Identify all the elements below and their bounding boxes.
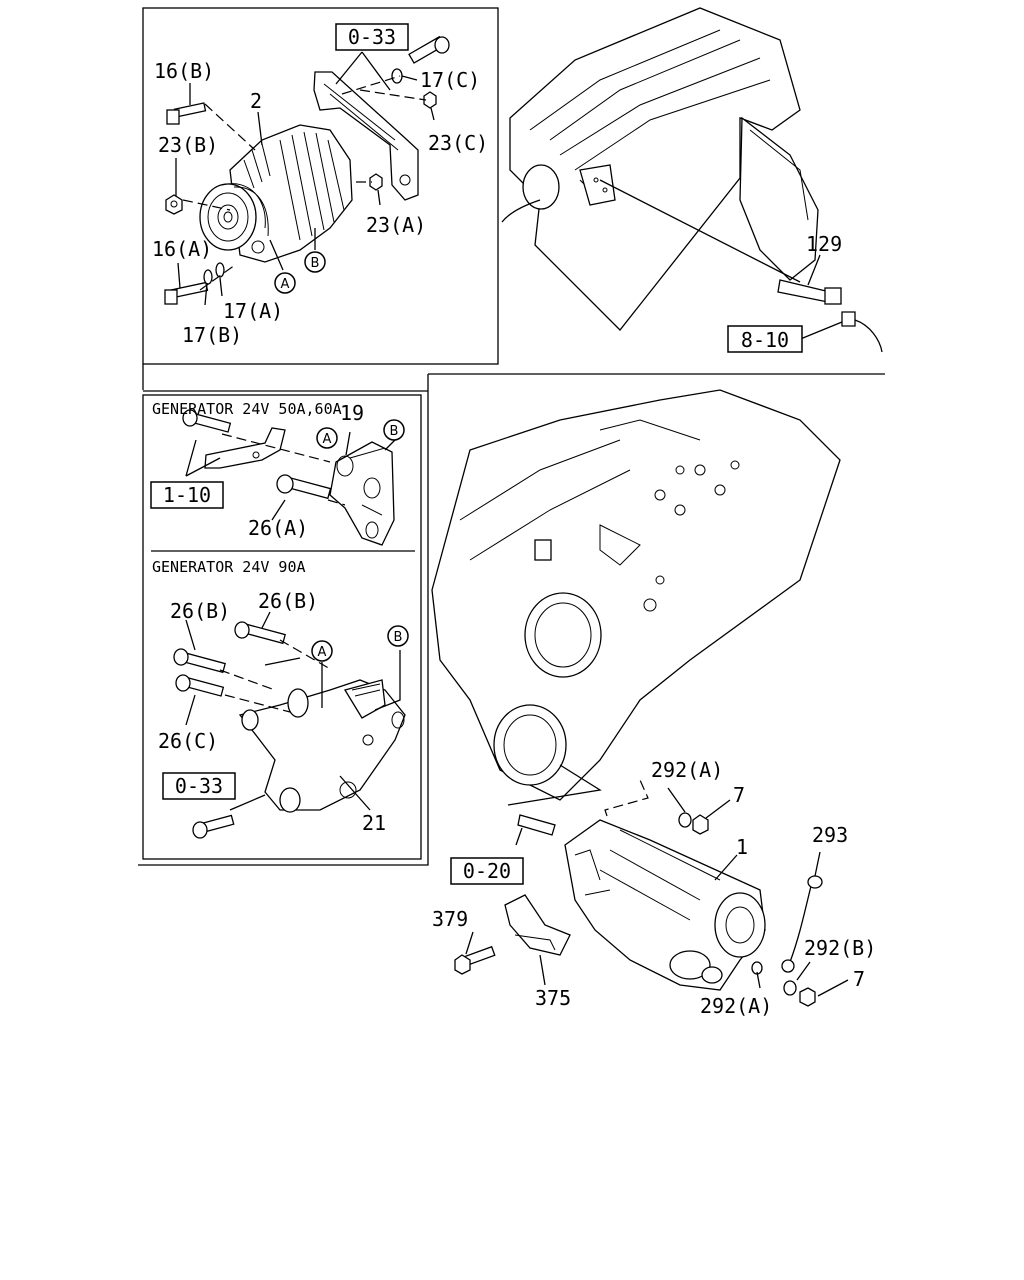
bolt-26b-left: [173, 648, 226, 674]
ref-box-1-10: 1-10: [150, 481, 224, 509]
starter-end-cap: [714, 892, 766, 958]
ref-text-0-33-mid: 0-33: [175, 774, 223, 798]
label-292a-bottom: 292(A): [700, 994, 772, 1018]
bracket-21-assembly: [173, 611, 406, 839]
label-17b: 17(B): [182, 323, 242, 347]
label-26c: 26(C): [158, 729, 218, 753]
bracket-19-assembly: [182, 409, 396, 546]
alternator-panel-frame: [142, 7, 499, 365]
engine-plug: [522, 164, 560, 210]
panel-frames: [138, 7, 885, 866]
callout-a-bracket21-text: A: [318, 645, 327, 660]
bolt-379: [454, 945, 496, 975]
ref-text-1-10: 1-10: [163, 483, 211, 507]
nut-23b: [165, 194, 183, 215]
label-16b: 16(B): [154, 59, 214, 83]
label-21: 21: [362, 811, 386, 835]
ref-text-8-10: 8-10: [741, 328, 789, 352]
adjust-bracket: [313, 71, 419, 201]
ref-box-0-33-top: 0-33: [335, 23, 409, 51]
label-17a: 17(A): [223, 299, 283, 323]
caption-generator-50-60: GENERATOR 24V 50A,60A: [152, 400, 342, 418]
ref-text-0-20: 0-20: [463, 859, 511, 883]
ref-box-0-33-mid: 0-33: [162, 772, 236, 800]
callout-a-bracket19-text: A: [323, 432, 332, 447]
bolt-26c: [175, 674, 225, 697]
callout-a-alternator-text: A: [281, 277, 290, 292]
cable-293: [789, 881, 813, 963]
bolt-26b-top: [234, 621, 286, 645]
engine-block-lower: [431, 389, 841, 806]
bracket-panel-outer-border: [138, 364, 885, 866]
label-7-top: 7: [733, 783, 745, 807]
ref-text-0-33-top: 0-33: [348, 25, 396, 49]
washer-292a-top: [678, 812, 692, 828]
bolt-26a: [276, 474, 332, 500]
washer-292b: [783, 980, 797, 996]
bracket-1-10: [204, 427, 286, 469]
bolt-16b: [166, 102, 207, 125]
washer-17c: [391, 68, 403, 84]
label-26b-left: 26(B): [170, 599, 230, 623]
label-26b-top: 26(B): [258, 589, 318, 613]
engine-block-upper: [501, 7, 883, 353]
ref-box-8-10: 8-10: [727, 325, 803, 353]
label-375: 375: [535, 986, 571, 1010]
sensor-129: [777, 279, 883, 353]
alternator-assembly: [164, 35, 450, 306]
bolt-top: [408, 35, 450, 64]
callout-a-bracket21: A: [311, 640, 333, 662]
label-26a: 26(A): [248, 516, 308, 540]
callout-a-alternator: A: [274, 272, 296, 294]
washer-17b: [203, 269, 213, 285]
label-23b: 23(B): [158, 133, 218, 157]
label-19: 19: [340, 401, 364, 425]
bolt-0-33: [192, 814, 235, 839]
reference-boxes: 0-33 8-10 1-10 0-33 0-20: [150, 23, 803, 885]
bracket-panel-frame: [142, 394, 422, 860]
label-292b: 292(B): [804, 936, 876, 960]
label-292a-top: 292(A): [651, 758, 723, 782]
label-16a: 16(A): [152, 237, 212, 261]
part-number-labels: 16(B) 2 17(C) 23(B) 23(C) 23(A) 16(A) 17…: [152, 59, 876, 1018]
nut-7-bottom: [799, 987, 816, 1007]
label-17c: 17(C): [420, 68, 480, 92]
callout-b-bracket21: B: [387, 625, 409, 647]
label-23a: 23(A): [366, 213, 426, 237]
callout-b-bracket19-text: B: [390, 424, 399, 439]
bracket-375: [504, 894, 571, 956]
label-379: 379: [432, 907, 468, 931]
bracket-19: [329, 441, 395, 546]
nut-7-top: [692, 814, 709, 835]
callout-b-alternator: B: [304, 251, 326, 273]
label-1: 1: [736, 835, 748, 859]
label-129: 129: [806, 232, 842, 256]
circled-callouts: A B A B A B: [274, 251, 409, 662]
starter-motor-assembly: [454, 779, 849, 1007]
callout-b-bracket21-text: B: [394, 630, 403, 645]
bolt-1-10: [182, 409, 232, 433]
caption-generator-90: GENERATOR 24V 90A: [152, 558, 306, 576]
bolt-16a: [164, 281, 209, 305]
label-293: 293: [812, 823, 848, 847]
nut-23a: [369, 173, 383, 191]
callout-a-bracket19: A: [316, 427, 338, 449]
label-7-bottom: 7: [853, 967, 865, 991]
nut-23c: [423, 91, 437, 109]
washer-17a: [215, 262, 225, 278]
label-2: 2: [250, 89, 262, 113]
callout-b-bracket19: B: [383, 419, 405, 441]
label-23c: 23(C): [428, 131, 488, 155]
callout-b-alternator-text: B: [311, 256, 320, 271]
ref-box-0-20: 0-20: [450, 857, 524, 885]
